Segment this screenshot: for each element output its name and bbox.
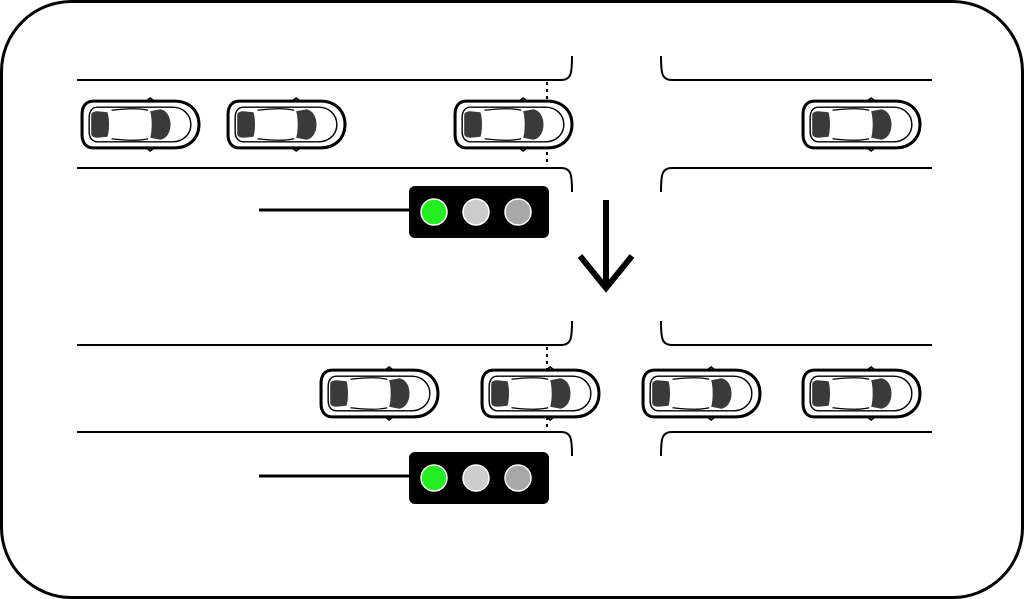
traffic-signal-top [259, 186, 549, 238]
car [453, 97, 574, 152]
arrow-down-icon [577, 200, 635, 293]
car [226, 97, 347, 152]
car [319, 366, 440, 421]
panel-after [77, 320, 932, 504]
signal-light-off [462, 464, 490, 492]
car [80, 97, 201, 152]
car [801, 366, 922, 421]
car [480, 366, 601, 421]
panel-before [77, 55, 932, 238]
signal-light-green [420, 464, 448, 492]
signal-light-off [504, 464, 532, 492]
traffic-signal-bottom [259, 452, 549, 504]
car [801, 97, 922, 152]
signal-light-off [504, 198, 532, 226]
signal-light-green [420, 198, 448, 226]
road-top [77, 55, 932, 193]
road-bottom [77, 320, 932, 457]
signal-light-off [462, 198, 490, 226]
car [641, 366, 762, 421]
